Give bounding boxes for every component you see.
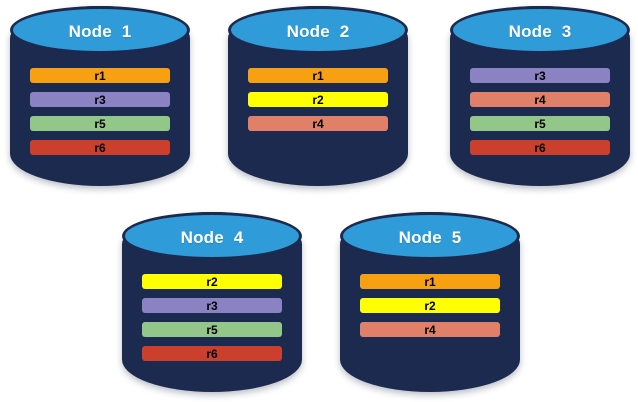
node-3[interactable]: Node 3 r3 r4 r5 r6: [450, 6, 630, 186]
replica-label: r6: [94, 140, 106, 155]
replica-bar[interactable]: r4: [469, 92, 611, 107]
replica-label: r1: [94, 68, 106, 83]
node-1-replica-list: r1 r3 r5 r6: [10, 68, 190, 155]
replica-label: r5: [206, 322, 218, 337]
node-3-replica-list: r3 r4 r5 r6: [450, 68, 630, 155]
replica-label: r2: [424, 298, 436, 313]
replica-bar[interactable]: r5: [141, 322, 283, 337]
node-5-title: Node 5: [398, 227, 462, 247]
replica-bar[interactable]: r1: [247, 68, 389, 83]
replica-label: r4: [312, 116, 324, 131]
replica-label: r2: [312, 92, 324, 107]
replica-label: r5: [534, 116, 546, 131]
node-3-title: Node 3: [508, 21, 572, 41]
replica-label: r4: [424, 322, 436, 337]
replica-bar[interactable]: r2: [247, 92, 389, 107]
replica-label: r1: [424, 274, 436, 289]
node-1-title: Node 1: [68, 21, 132, 41]
node-3-top-disc: Node 3: [450, 6, 630, 54]
replica-label: r3: [534, 68, 546, 83]
replica-label: r4: [534, 92, 546, 107]
replica-bar[interactable]: r1: [359, 274, 501, 289]
replica-bar[interactable]: r3: [141, 298, 283, 313]
replica-bar[interactable]: r4: [247, 116, 389, 131]
node-4-top-disc: Node 4: [122, 212, 302, 260]
replica-bar[interactable]: r2: [141, 274, 283, 289]
node-2[interactable]: Node 2 r1 r2 r4: [228, 6, 408, 186]
node-1-top-disc: Node 1: [10, 6, 190, 54]
replica-bar[interactable]: r5: [29, 116, 171, 131]
replica-bar[interactable]: r4: [359, 322, 501, 337]
replica-bar[interactable]: r6: [29, 140, 171, 155]
replica-label: r3: [94, 92, 106, 107]
replica-bar[interactable]: r5: [469, 116, 611, 131]
node-5-replica-list: r1 r2 r4: [340, 274, 520, 337]
node-5-top-disc: Node 5: [340, 212, 520, 260]
replica-bar[interactable]: r3: [469, 68, 611, 83]
node-2-replica-list: r1 r2 r4: [228, 68, 408, 131]
replica-bar[interactable]: r6: [469, 140, 611, 155]
replica-label: r1: [312, 68, 324, 83]
replica-bar[interactable]: r1: [29, 68, 171, 83]
node-4-title: Node 4: [180, 227, 244, 247]
replica-bar[interactable]: r3: [29, 92, 171, 107]
node-2-title: Node 2: [286, 21, 350, 41]
replica-label: r2: [206, 274, 218, 289]
replica-label: r6: [534, 140, 546, 155]
replica-label: r5: [94, 116, 106, 131]
node-2-top-disc: Node 2: [228, 6, 408, 54]
node-5[interactable]: Node 5 r1 r2 r4: [340, 212, 520, 392]
node-4-replica-list: r2 r3 r5 r6: [122, 274, 302, 361]
replica-label: r3: [206, 298, 218, 313]
node-1[interactable]: Node 1 r1 r3 r5 r6: [10, 6, 190, 186]
node-4[interactable]: Node 4 r2 r3 r5 r6: [122, 212, 302, 392]
replica-bar[interactable]: r6: [141, 346, 283, 361]
replica-label: r6: [206, 346, 218, 361]
replica-bar[interactable]: r2: [359, 298, 501, 313]
